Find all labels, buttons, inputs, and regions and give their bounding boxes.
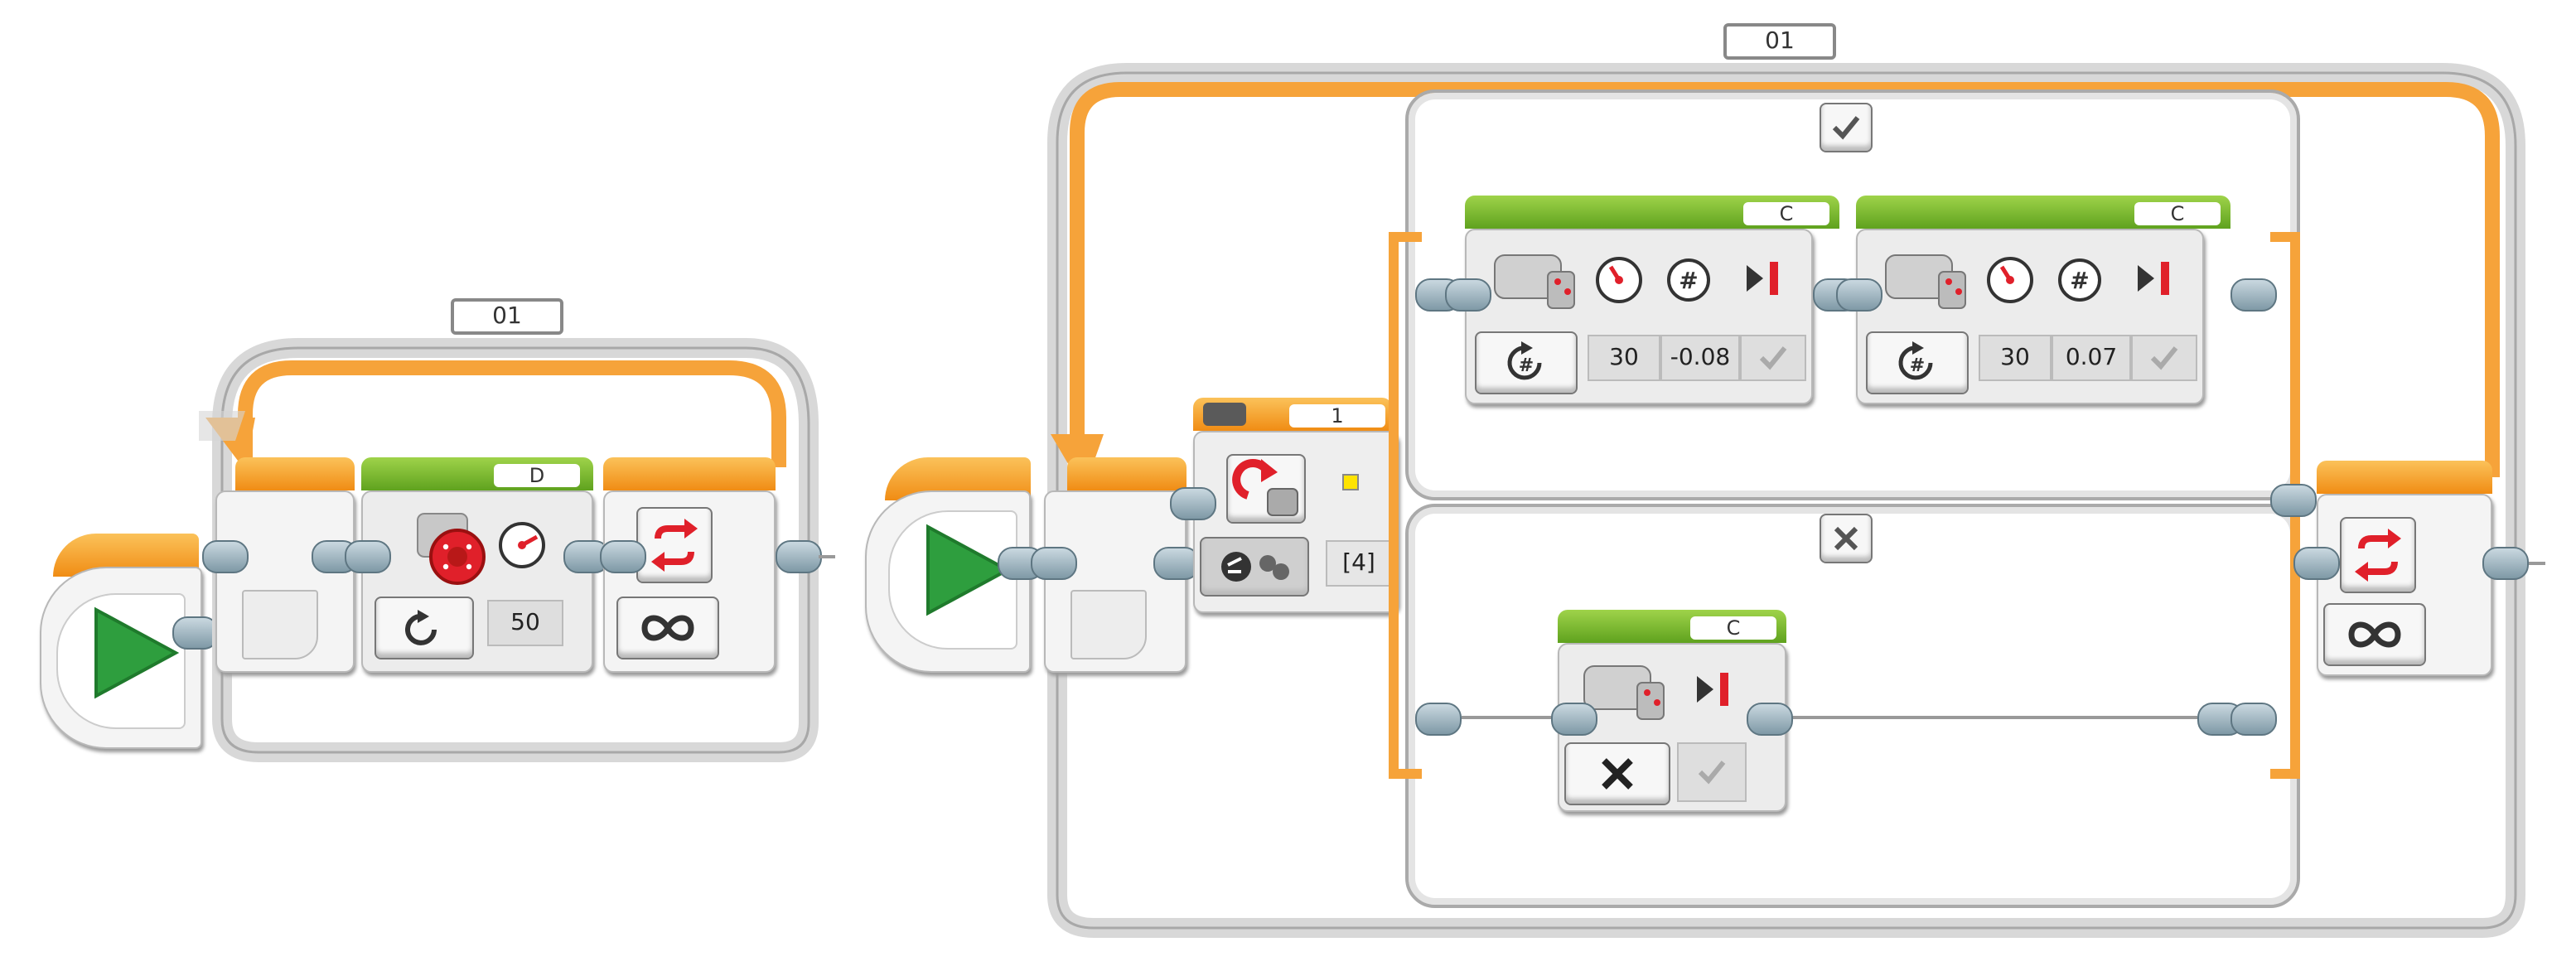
sensor-mode-button[interactable] xyxy=(1226,454,1306,524)
brake-icon xyxy=(1697,673,1728,706)
move-tank-block-1[interactable]: C # # 30 -0.08 xyxy=(1445,196,1859,408)
loop-block-left[interactable]: 01 xyxy=(199,298,819,762)
rotations-icon: # xyxy=(2058,258,2101,302)
sequence-out-port[interactable] xyxy=(172,616,219,650)
switch-out-port[interactable] xyxy=(2270,484,2317,517)
case-false-out-port-2[interactable] xyxy=(2230,703,2277,736)
start-block-2[interactable] xyxy=(865,457,1044,676)
large-motor-icon xyxy=(1583,665,1665,720)
case-true-out-port[interactable] xyxy=(2230,278,2277,312)
power-gauge-icon xyxy=(1596,257,1642,303)
stop-motor-block[interactable]: C xyxy=(1551,610,1793,815)
port-selector[interactable]: 1 xyxy=(1289,404,1385,428)
block-in-port[interactable] xyxy=(1551,703,1597,736)
block-in-port[interactable] xyxy=(1445,278,1491,312)
loop-end-section-2 xyxy=(2293,461,2545,676)
infinity-icon xyxy=(641,615,694,641)
medium-motor-icon xyxy=(417,513,486,585)
loop-start-section xyxy=(202,457,358,676)
loop-repeat-icon xyxy=(2355,529,2401,582)
check-icon xyxy=(1832,116,1860,140)
play-icon xyxy=(926,524,1012,616)
play-icon xyxy=(94,606,180,699)
svg-text:#: # xyxy=(1679,267,1698,294)
brake-toggle[interactable] xyxy=(1677,742,1747,802)
start-block[interactable] xyxy=(40,534,219,749)
port-selector[interactable]: C xyxy=(1743,202,1829,225)
brake-icon xyxy=(2138,262,2169,295)
large-motor-icon xyxy=(1885,254,1966,309)
check-icon xyxy=(1698,761,1726,785)
check-icon xyxy=(1759,346,1787,370)
switch-block[interactable]: 1 [4] xyxy=(1170,398,1399,613)
case-false-in-port[interactable] xyxy=(1415,703,1462,736)
port-selector[interactable]: C xyxy=(1690,616,1776,640)
loop-block-right[interactable]: 01 xyxy=(1034,23,2525,938)
switch-case-false-frame xyxy=(1405,504,2300,908)
port-selector[interactable]: D xyxy=(494,464,580,487)
mode-selector-on-button[interactable] xyxy=(375,597,474,659)
power-value[interactable]: 30 xyxy=(1979,335,2052,381)
loop-out-port[interactable] xyxy=(776,540,822,573)
rotations-mode-icon: # xyxy=(1507,341,1542,380)
brake-toggle[interactable] xyxy=(1740,335,1806,381)
loop-repeat-icon xyxy=(651,519,698,572)
loop-name-label[interactable]: 01 xyxy=(1723,23,1836,60)
motor-in-port[interactable] xyxy=(345,540,391,573)
loop-mode-icon[interactable] xyxy=(2340,517,2416,593)
mode-selector-rotations-button[interactable]: # xyxy=(1475,331,1578,394)
loop-mode-icon[interactable] xyxy=(636,507,713,583)
brake-icon xyxy=(1747,262,1778,295)
case-true-tab[interactable] xyxy=(1820,103,1873,152)
cross-icon xyxy=(1602,758,1633,790)
switch-in-port[interactable] xyxy=(1170,487,1216,520)
power-gauge-icon xyxy=(1987,257,2033,303)
sensor-mode-icon xyxy=(1203,403,1246,426)
cross-icon xyxy=(1834,526,1858,551)
loop-name-label[interactable]: 01 xyxy=(451,298,563,335)
block-in-port[interactable] xyxy=(1836,278,1882,312)
compare-icon xyxy=(1221,552,1289,582)
status-indicator xyxy=(1342,474,1359,490)
move-tank-block-2[interactable]: C # # 30 0.07 xyxy=(1836,196,2230,408)
large-motor-icon xyxy=(1494,254,1575,309)
loop-out-port[interactable] xyxy=(2482,547,2529,580)
loop-in-port[interactable] xyxy=(202,540,249,573)
compare-value[interactable]: [4] xyxy=(1326,540,1392,587)
loop-start-section-2 xyxy=(1031,457,1200,676)
loop-end-section xyxy=(600,457,835,676)
loop-end-in-port[interactable] xyxy=(600,540,646,573)
loop-in-port[interactable] xyxy=(1031,547,1077,580)
rotate-icon xyxy=(405,610,437,645)
rotations-icon: # xyxy=(1667,258,1710,302)
gyro-sensor-icon xyxy=(1232,458,1298,516)
infinity-icon xyxy=(2348,621,2401,648)
brake-toggle[interactable] xyxy=(2131,335,2197,381)
svg-text:#: # xyxy=(2070,267,2089,294)
power-value[interactable]: 50 xyxy=(487,600,563,646)
block-out-port[interactable] xyxy=(1747,703,1793,736)
loop-end-in-port[interactable] xyxy=(2293,547,2340,580)
port-selector[interactable]: C xyxy=(2134,202,2221,225)
check-icon xyxy=(2150,346,2178,370)
compare-mode-button[interactable] xyxy=(1200,537,1309,597)
mode-selector-off-button[interactable] xyxy=(1564,742,1670,805)
power-gauge-icon xyxy=(499,522,545,568)
svg-text:#: # xyxy=(1910,355,1925,376)
loop-exit-mode-button[interactable] xyxy=(616,597,719,659)
rotations-mode-icon: # xyxy=(1898,341,1933,380)
rotations-value[interactable]: 0.07 xyxy=(2052,335,2131,381)
mode-selector-rotations-button[interactable]: # xyxy=(1866,331,1969,394)
power-value[interactable]: 30 xyxy=(1588,335,1660,381)
rotations-value[interactable]: -0.08 xyxy=(1660,335,1740,381)
case-false-tab[interactable] xyxy=(1820,514,1873,563)
svg-text:#: # xyxy=(1519,355,1534,376)
loop-exit-mode-button[interactable] xyxy=(2323,603,2426,666)
medium-motor-block[interactable]: D 50 xyxy=(345,457,610,673)
